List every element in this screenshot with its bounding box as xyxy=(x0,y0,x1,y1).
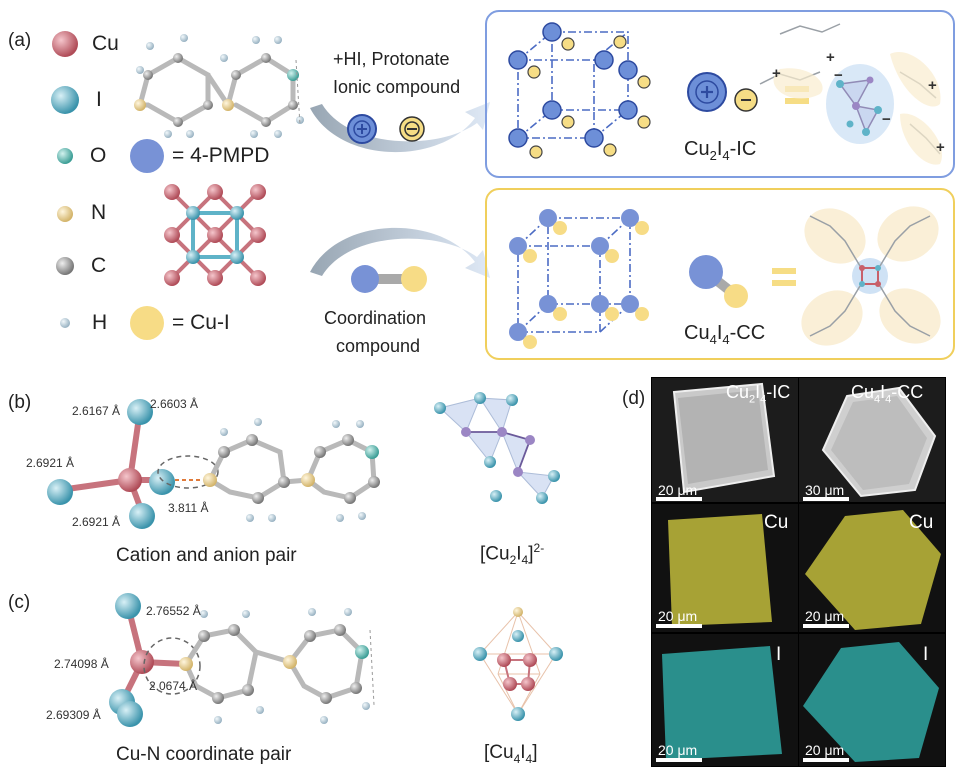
bond-length-c4: 2.69309 Å xyxy=(46,708,101,722)
cation-anion-pair-diagram xyxy=(47,399,380,529)
i-atom-icon xyxy=(51,86,79,114)
cui-lattice-diagram xyxy=(164,184,266,286)
cluster-b-label: [Cu2I4]2- xyxy=(480,541,545,568)
coordination-pair-large-icon xyxy=(689,255,748,308)
caption-b: Cation and anion pair xyxy=(116,545,297,566)
scale-bar-f xyxy=(803,758,849,762)
scale-label-d: 20 μm xyxy=(805,608,845,624)
plus-sign-2: + xyxy=(928,77,937,94)
cu2i4-cluster-diagram xyxy=(434,392,560,504)
panel-label-a: (a) xyxy=(8,30,32,51)
n-atom-icon xyxy=(57,206,73,222)
plus-sign-4: + xyxy=(772,65,781,82)
scale-label-b: 30 μm xyxy=(805,482,845,498)
bond-length-c2: 2.74098 Å xyxy=(54,657,109,671)
ionic-compound-box xyxy=(485,10,955,178)
coordination-arrow xyxy=(310,227,490,278)
cu-n-pair-diagram xyxy=(109,593,375,727)
bond-length-b5: 3.811 Å xyxy=(168,501,209,515)
sem-title-ic: Cu2I4-IC xyxy=(726,382,791,406)
scale-bar-d xyxy=(803,624,849,628)
legend-atoms xyxy=(51,31,79,328)
eds-i-cc: I 20 μm xyxy=(799,634,945,766)
legend-h: H xyxy=(92,311,108,334)
bond-length-c1: 2.76552 Å xyxy=(146,604,201,618)
plus-sign-3: + xyxy=(936,139,945,156)
eds-cu-cc: Cu 20 μm xyxy=(799,504,945,632)
pmpd-molecule-diagram xyxy=(134,34,304,138)
c-atom-icon xyxy=(56,257,74,275)
legend-c: C xyxy=(91,254,107,277)
cc-compound-label: Cu4I4-CC xyxy=(684,322,766,347)
legend-i: I xyxy=(96,88,102,111)
plus-sign-1: + xyxy=(826,49,835,66)
protonate-text: +HI, Protonate xyxy=(333,49,450,69)
eds-i-cc-shape xyxy=(803,642,939,762)
sem-image-cc: Cu4I4-CC 30 μm xyxy=(799,378,945,502)
bond-length-b3: 2.6921 Å xyxy=(26,456,75,470)
scale-bar-e xyxy=(656,758,702,762)
sem-crystal-cc xyxy=(821,386,937,498)
minus-sign-2: − xyxy=(882,111,891,128)
scale-bar-c xyxy=(656,624,702,628)
legend-o: O xyxy=(90,144,107,167)
ionic-pair-large-icon xyxy=(687,72,758,112)
sem-title-cc: Cu4I4-CC xyxy=(851,382,924,406)
bond-length-c3: 2.0674 Å xyxy=(149,679,198,693)
coordination-text: Coordination xyxy=(324,308,427,328)
sem-crystal-ic xyxy=(672,382,776,494)
legend-pmpd: = 4-PMPD xyxy=(172,144,270,167)
o-atom-icon xyxy=(57,148,73,164)
sem-image-ic: Cu2I4-IC 20 μm xyxy=(652,378,798,502)
eds-i-ic-shape xyxy=(662,646,782,760)
ion-pair-icons xyxy=(347,114,425,144)
cc-structure-diagram xyxy=(801,206,941,346)
h-atom-icon xyxy=(60,318,70,328)
ionic-compound-text: Ionic compound xyxy=(333,77,461,97)
compound-text: compound xyxy=(336,336,421,356)
coordination-compound-box xyxy=(485,188,955,360)
ionic-lattice-ions xyxy=(508,22,651,159)
scale-bar-a xyxy=(656,497,702,501)
ic-structure-diagram: + + + + − − xyxy=(759,23,945,165)
minus-sign-1: − xyxy=(834,67,843,84)
cu4i4-cluster-diagram xyxy=(473,607,563,721)
eds-i-label-2: I xyxy=(923,644,929,665)
panel-label-c: (c) xyxy=(8,592,31,613)
coordination-lattice-diagram xyxy=(509,209,649,349)
eds-cu-ic: Cu 20 μm xyxy=(652,504,798,632)
scale-label-e: 20 μm xyxy=(658,742,698,758)
scale-label-f: 20 μm xyxy=(805,742,845,758)
bond-length-b1: 2.6167 Å xyxy=(72,404,121,418)
scale-label-c: 20 μm xyxy=(658,608,698,624)
coordination-equals-icon xyxy=(772,268,796,286)
legend-cui: = Cu-I xyxy=(172,311,230,334)
caption-c: Cu-N coordinate pair xyxy=(116,744,292,765)
panel-label-b: (b) xyxy=(8,392,32,413)
ic-compound-label: Cu2I4-IC xyxy=(684,138,757,163)
eds-i-ic: I 20 μm xyxy=(652,634,798,766)
pmpd-circle-icon xyxy=(130,139,164,173)
cui-circle-icon xyxy=(130,306,164,340)
legend-n: N xyxy=(91,201,107,224)
bond-length-b2: 2.6603 Å xyxy=(150,397,199,411)
panel-label-d: (d) xyxy=(622,388,646,409)
cluster-c-label: [Cu4I4] xyxy=(484,742,538,766)
eds-i-label-1: I xyxy=(776,644,782,665)
legend-cu: Cu xyxy=(92,32,119,55)
cu-atom-icon xyxy=(52,31,78,57)
scale-label-a: 20 μm xyxy=(658,482,698,498)
coordination-pair-icon xyxy=(351,265,427,293)
eds-cu-ic-shape xyxy=(668,514,772,626)
eds-cu-cc-shape xyxy=(805,510,941,630)
eds-cu-label-1: Cu xyxy=(764,512,789,533)
bond-length-b4: 2.6921 Å xyxy=(72,515,121,529)
eds-cu-label-2: Cu xyxy=(909,512,934,533)
scale-bar-b xyxy=(803,497,849,501)
